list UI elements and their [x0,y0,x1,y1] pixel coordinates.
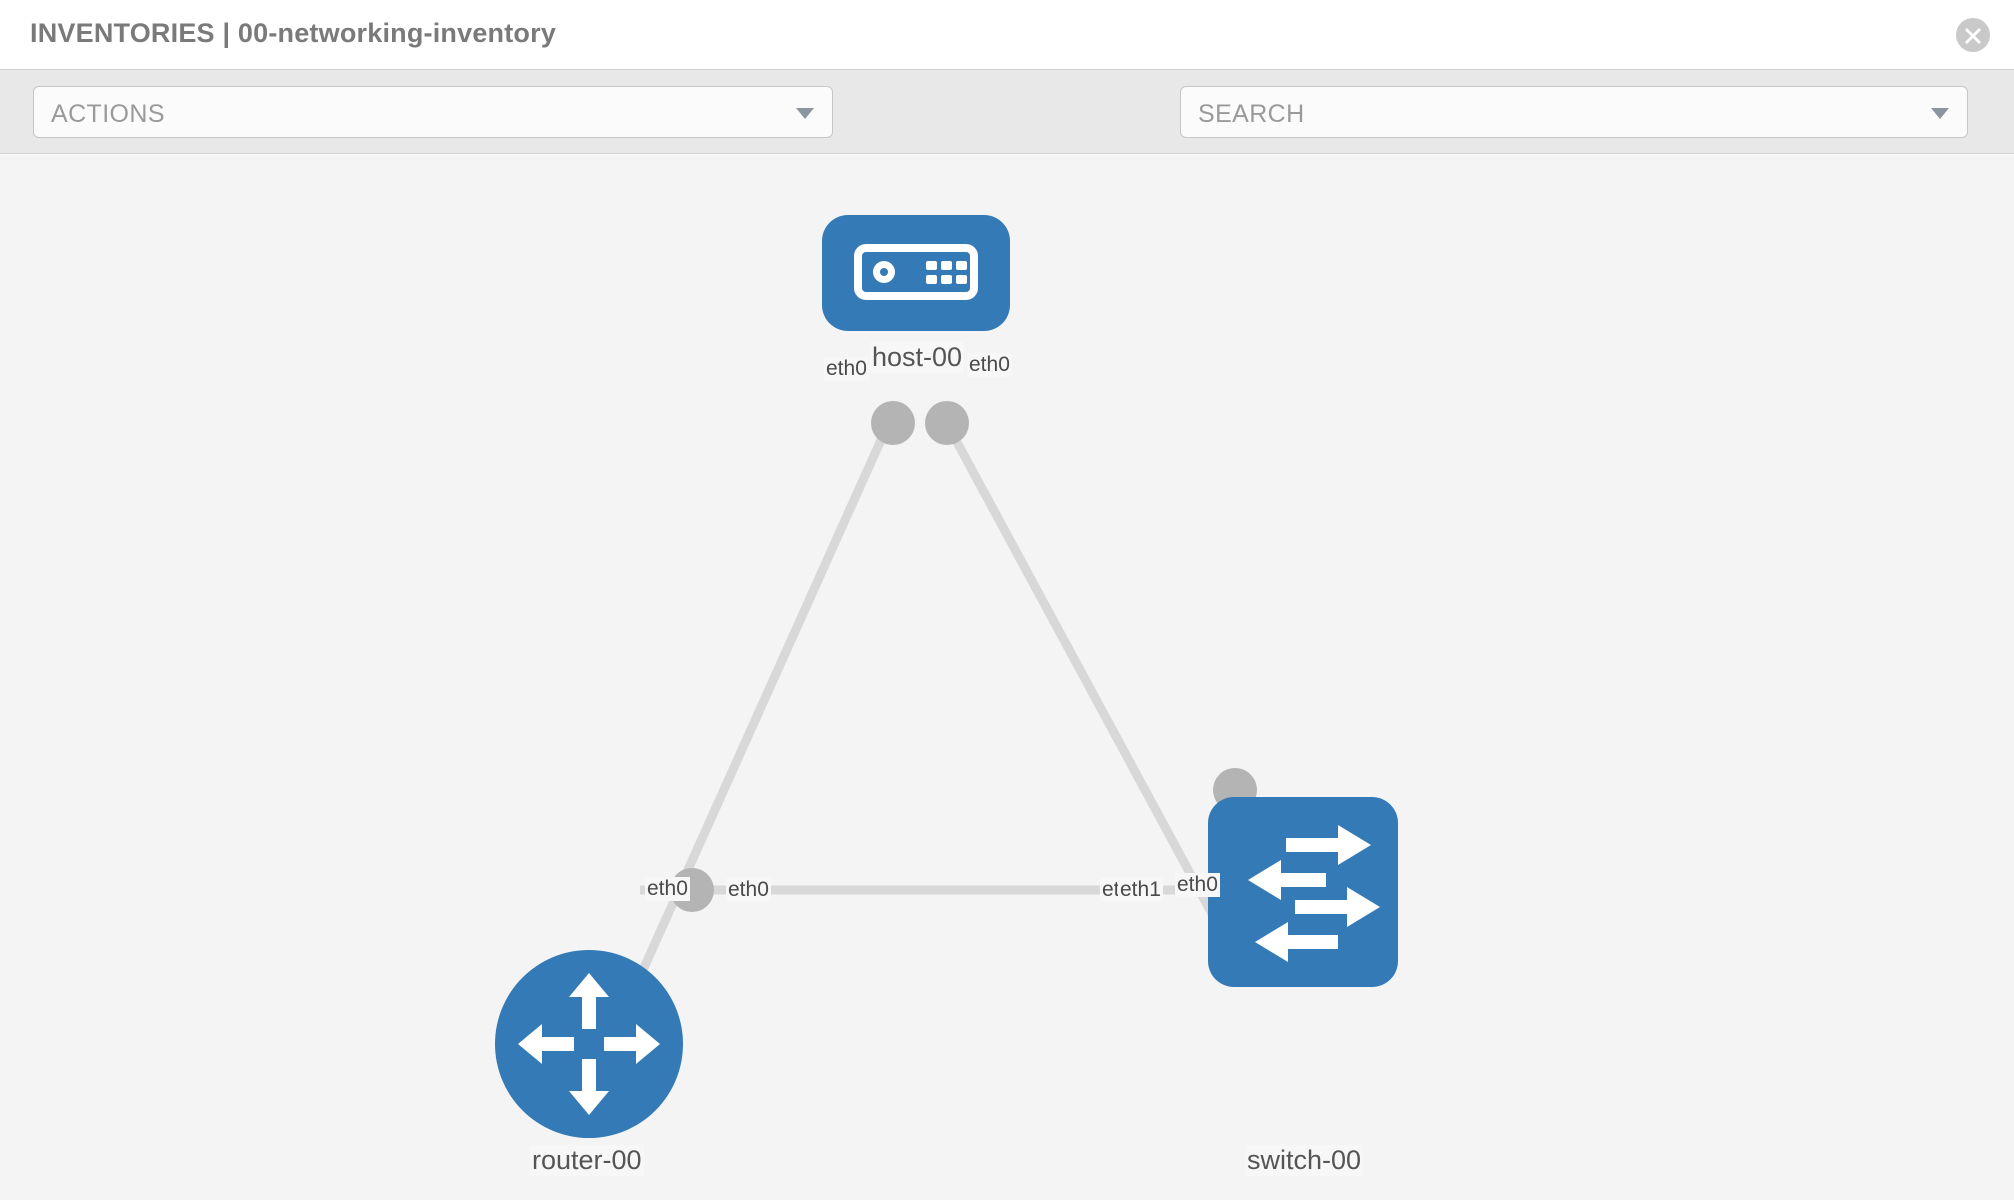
actions-dropdown[interactable]: ACTIONS [33,86,833,138]
page-header: INVENTORIES | 00-networking-inventory [0,0,2014,70]
link-host00-router00 [620,418,895,1012]
node-router-00-label: router-00 [530,1145,644,1176]
page-title: INVENTORIES | 00-networking-inventory [30,18,557,48]
router-arrows-icon [518,973,660,1115]
actions-dropdown-label: ACTIONS [51,100,165,128]
connector-host00-left [871,401,915,445]
iface-label-router00-host: eth0 [645,877,690,901]
node-switch-00-label: switch-00 [1245,1145,1364,1176]
node-host-00-shape [822,215,1010,331]
iface-label-switch00-router: eth1 [1118,878,1163,902]
chevron-down-icon [1931,108,1949,119]
toolbar: ACTIONS SEARCH [0,70,2014,201]
iface-label-switch00-host: eth0 [1175,873,1220,897]
connector-host00-right [925,401,969,445]
server-icon [854,244,978,300]
switch-arrows-icon [1248,825,1380,962]
node-router-00-shape [495,950,683,1138]
search-input[interactable]: SEARCH [1180,86,1968,138]
search-placeholder: SEARCH [1198,100,1305,128]
chevron-down-icon [796,108,814,119]
node-host-00-label: host-00 [870,342,965,373]
topology-canvas[interactable]: host-00 eth0 eth0 router-00 eth0 et [0,155,2014,1200]
iface-label-host00-right: eth0 [967,353,1012,377]
iface-label-host00-left: eth0 [824,357,869,381]
close-icon[interactable] [1956,18,1990,52]
iface-label-router00-switch: eth0 [726,878,771,902]
node-switch-00-shape [1208,797,1398,987]
